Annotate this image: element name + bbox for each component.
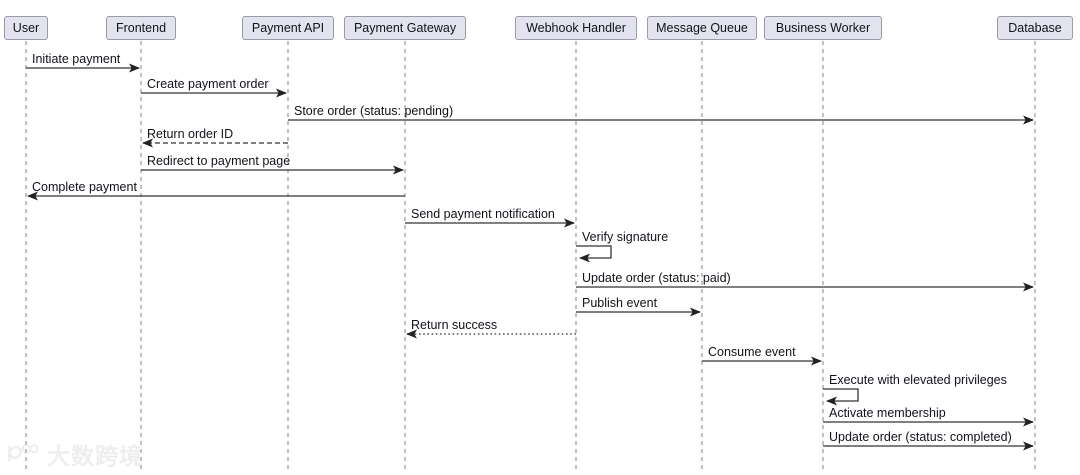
participant-label: Database [1008,21,1062,35]
message-label-9: Update order (status: paid) [582,271,731,285]
self-message-8 [576,245,612,263]
participant-label: Message Queue [656,21,748,35]
participant-queue[interactable]: Message Queue [647,16,757,40]
message-label-8: Verify signature [582,230,669,244]
participant-label: User [12,21,40,35]
participant-frontend[interactable]: Frontend [106,16,176,40]
message-label-1: Initiate payment [32,52,121,66]
message-label-10: Publish event [582,296,658,310]
participant-gateway[interactable]: Payment Gateway [344,16,466,40]
message-label-7: Send payment notification [411,207,555,221]
participant-api[interactable]: Payment API [242,16,334,40]
participant-webhook[interactable]: Webhook Handler [515,16,637,40]
message-label-3: Store order (status: pending) [294,104,454,118]
participant-label: Business Worker [775,21,871,35]
message-label-6: Complete payment [32,180,137,194]
self-message-13 [823,388,859,406]
message-label-11: Return success [411,318,498,332]
participant-database[interactable]: Database [997,16,1073,40]
message-label-14: Activate membership [829,406,946,420]
message-label-5: Redirect to payment page [147,154,291,168]
message-arrows-group [26,63,1034,451]
message-label-4: Return order ID [147,127,234,141]
message-label-2: Create payment order [147,77,269,91]
message-label-15: Update order (status: completed) [829,430,1012,444]
message-label-13: Execute with elevated privileges [829,373,1007,387]
participant-label: Webhook Handler [526,21,626,35]
participant-worker[interactable]: Business Worker [764,16,882,40]
message-label-12: Consume event [708,345,796,359]
participant-label: Frontend [115,21,167,35]
participant-label: Payment API [251,21,325,35]
participant-label: Payment Gateway [353,21,457,35]
participant-user[interactable]: User [4,16,48,40]
